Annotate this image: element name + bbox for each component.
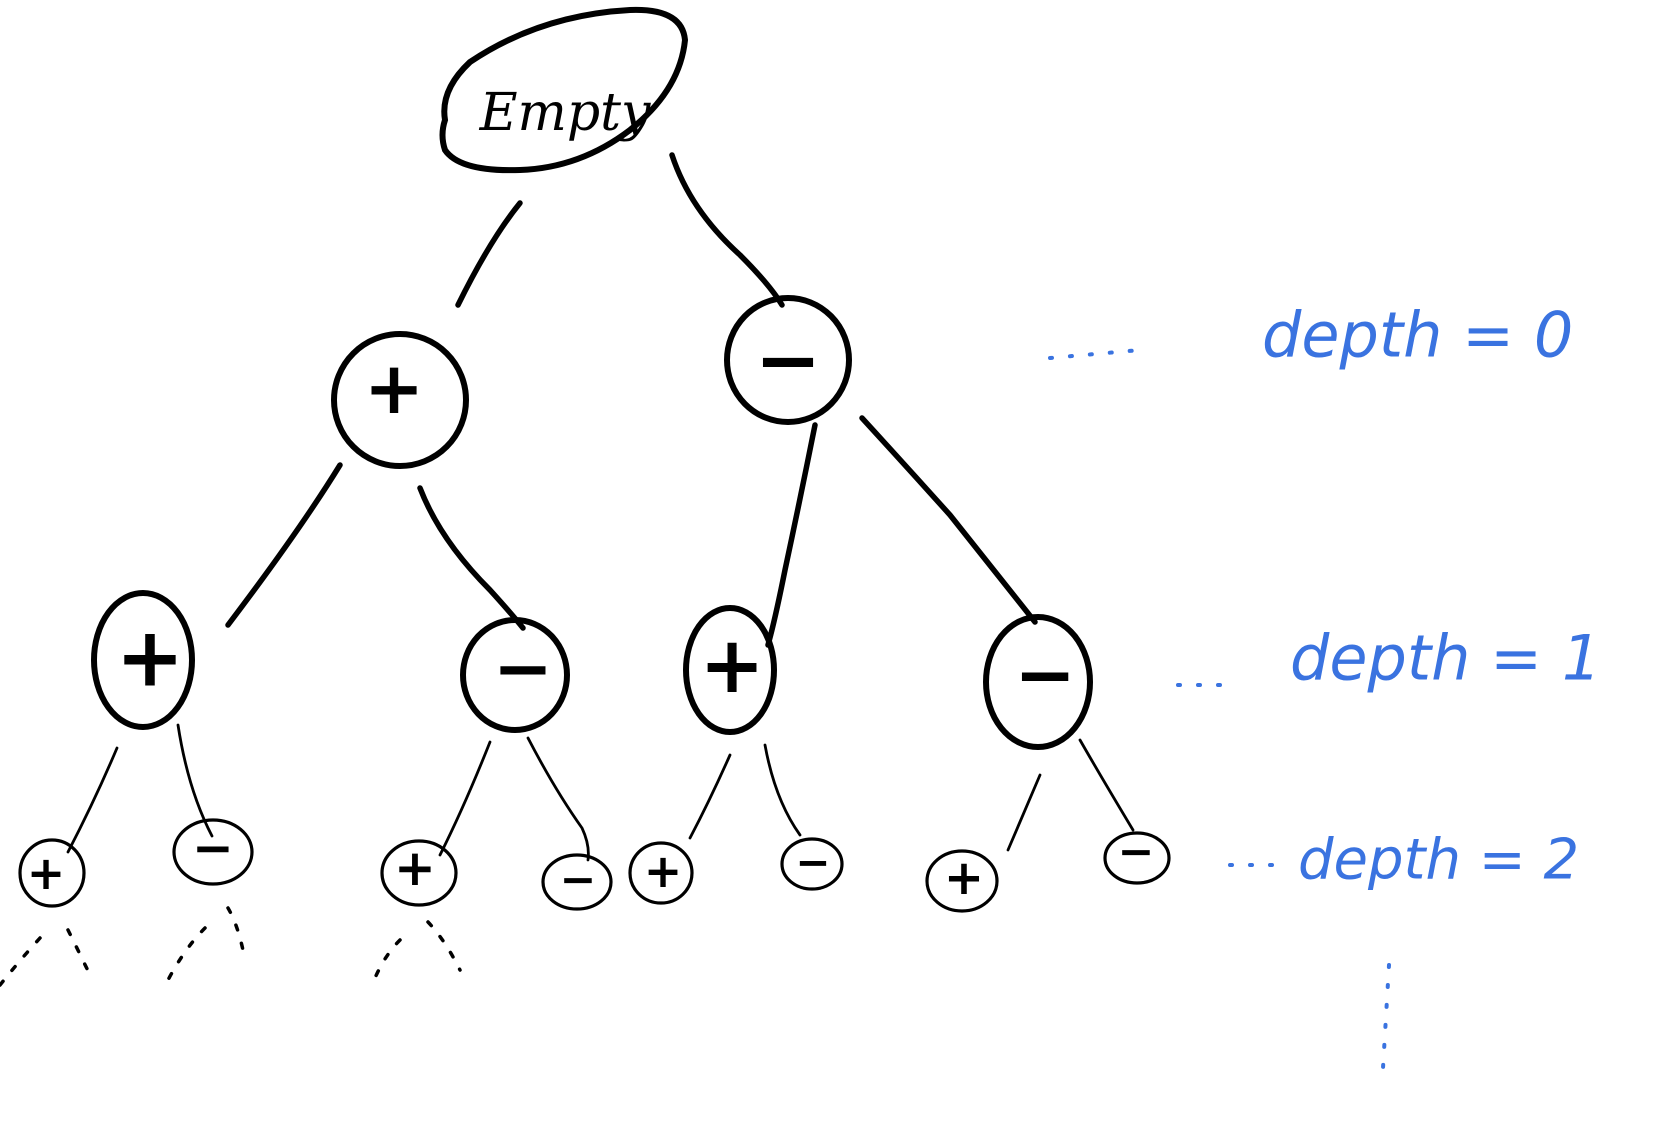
root-node-outline <box>439 6 689 174</box>
edge-plus-to-plus <box>225 462 343 628</box>
node-depth2-plus: + <box>380 839 458 907</box>
depth-annotation-2: depth = 2 <box>1228 828 1579 893</box>
node-outline <box>91 590 195 730</box>
edge-minus-to-plus <box>765 422 818 648</box>
depth-annotation-1: depth = 1 <box>1176 622 1601 695</box>
minus-sign: − <box>1118 827 1155 878</box>
root-node: Empty <box>439 6 689 174</box>
edge-root-to-plus <box>455 200 523 308</box>
edge-mm-to-minus <box>1078 738 1135 832</box>
minus-sign: − <box>754 314 821 407</box>
plus-sign: + <box>944 850 984 906</box>
edge-minus-to-minus <box>859 415 1038 625</box>
node-depth1-minus: − <box>460 617 570 733</box>
edge-plus-to-minus <box>417 485 526 631</box>
edge-mp-to-plus <box>688 753 732 840</box>
node-depth2-minus: − <box>780 837 844 891</box>
node-depth2-plus: + <box>18 838 86 908</box>
depth-label: depth = 2 <box>1298 828 1579 893</box>
node-depth2-plus: + <box>925 849 999 913</box>
node-outline <box>925 849 999 913</box>
edge-mm-to-plus <box>1006 773 1042 852</box>
plus-sign: + <box>27 846 66 900</box>
edge-continuation <box>66 928 92 977</box>
node-depth0-minus: − <box>724 295 852 425</box>
node-depth2-minus: − <box>541 853 613 911</box>
minus-sign: − <box>493 626 553 710</box>
plus-sign: + <box>644 844 683 898</box>
node-outline <box>380 839 458 907</box>
depth-continuation-dots <box>1381 963 1391 1070</box>
node-outline <box>331 331 469 469</box>
minus-sign: − <box>1014 632 1076 718</box>
minus-sign: − <box>192 819 234 877</box>
plus-sign: + <box>699 621 764 711</box>
minus-sign: − <box>795 838 830 887</box>
node-depth2-minus: − <box>1103 827 1171 885</box>
node-outline <box>628 841 694 905</box>
node-depth1-plus: + <box>683 605 777 735</box>
edge-continuation <box>373 938 402 980</box>
node-outline <box>18 838 86 908</box>
node-outline <box>683 605 777 735</box>
edge-pp-to-minus <box>176 723 214 838</box>
node-outline <box>724 295 852 425</box>
node-outline <box>780 837 844 891</box>
edge-root-to-minus <box>669 152 785 308</box>
edge-continuation <box>166 926 207 982</box>
edge-pp-to-plus <box>66 746 119 854</box>
edge-pm-to-minus <box>526 736 590 862</box>
minus-sign: − <box>560 855 597 906</box>
edge-pm-to-plus <box>438 740 492 857</box>
node-depth2-plus: + <box>628 841 694 905</box>
node-depth1-plus: + <box>91 590 195 730</box>
edge-continuation <box>426 920 462 972</box>
plus-sign: + <box>116 611 185 706</box>
edge-continuation <box>0 936 42 987</box>
plus-sign: + <box>394 839 436 897</box>
plus-sign: + <box>364 346 424 430</box>
node-outline <box>983 614 1093 750</box>
node-depth0-plus: + <box>331 331 469 469</box>
node-outline <box>541 853 613 911</box>
edge-mp-to-minus <box>763 743 802 837</box>
depth-label: depth = 0 <box>1262 299 1573 372</box>
node-depth2-minus: − <box>172 818 254 886</box>
node-outline <box>172 818 254 886</box>
depth-label: depth = 1 <box>1290 622 1601 695</box>
root-label: Empty <box>479 83 651 143</box>
node-outline <box>460 617 570 733</box>
depth-annotation-0: depth = 0 <box>1048 299 1573 372</box>
node-depth1-minus: − <box>983 614 1093 750</box>
node-outline <box>1103 831 1171 885</box>
edge-continuation <box>226 906 246 957</box>
ellipsis-leader <box>1048 348 1142 360</box>
